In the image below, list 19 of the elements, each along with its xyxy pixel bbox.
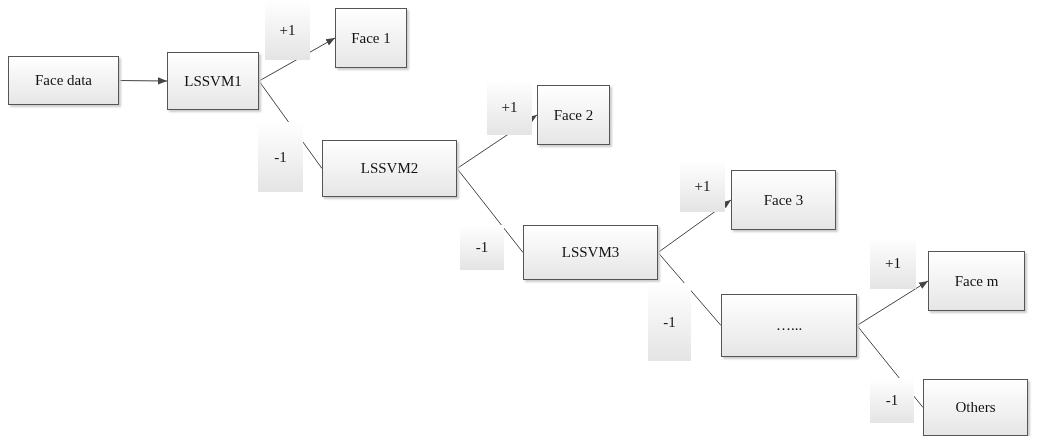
process-box: Face data bbox=[8, 56, 119, 105]
process-box: Face 2 bbox=[537, 85, 610, 145]
arrow bbox=[118, 77, 168, 85]
process-box: Others bbox=[923, 379, 1028, 436]
connector-line bbox=[657, 252, 722, 326]
process-box: Face 3 bbox=[731, 170, 836, 230]
process-box: LSSVM3 bbox=[523, 225, 658, 280]
process-box: LSSVM1 bbox=[167, 52, 259, 110]
process-box: Face 1 bbox=[335, 8, 407, 68]
edge-label: -1 bbox=[460, 225, 504, 270]
process-box: Face m bbox=[928, 251, 1025, 311]
edge-label: -1 bbox=[648, 283, 691, 361]
edge-label: -1 bbox=[258, 122, 303, 192]
edge-label: -1 bbox=[870, 378, 914, 423]
process-box: …... bbox=[721, 294, 857, 357]
process-box: LSSVM2 bbox=[322, 140, 457, 197]
connector-line bbox=[456, 168, 524, 253]
arrow bbox=[657, 199, 732, 253]
arrow bbox=[856, 280, 929, 326]
